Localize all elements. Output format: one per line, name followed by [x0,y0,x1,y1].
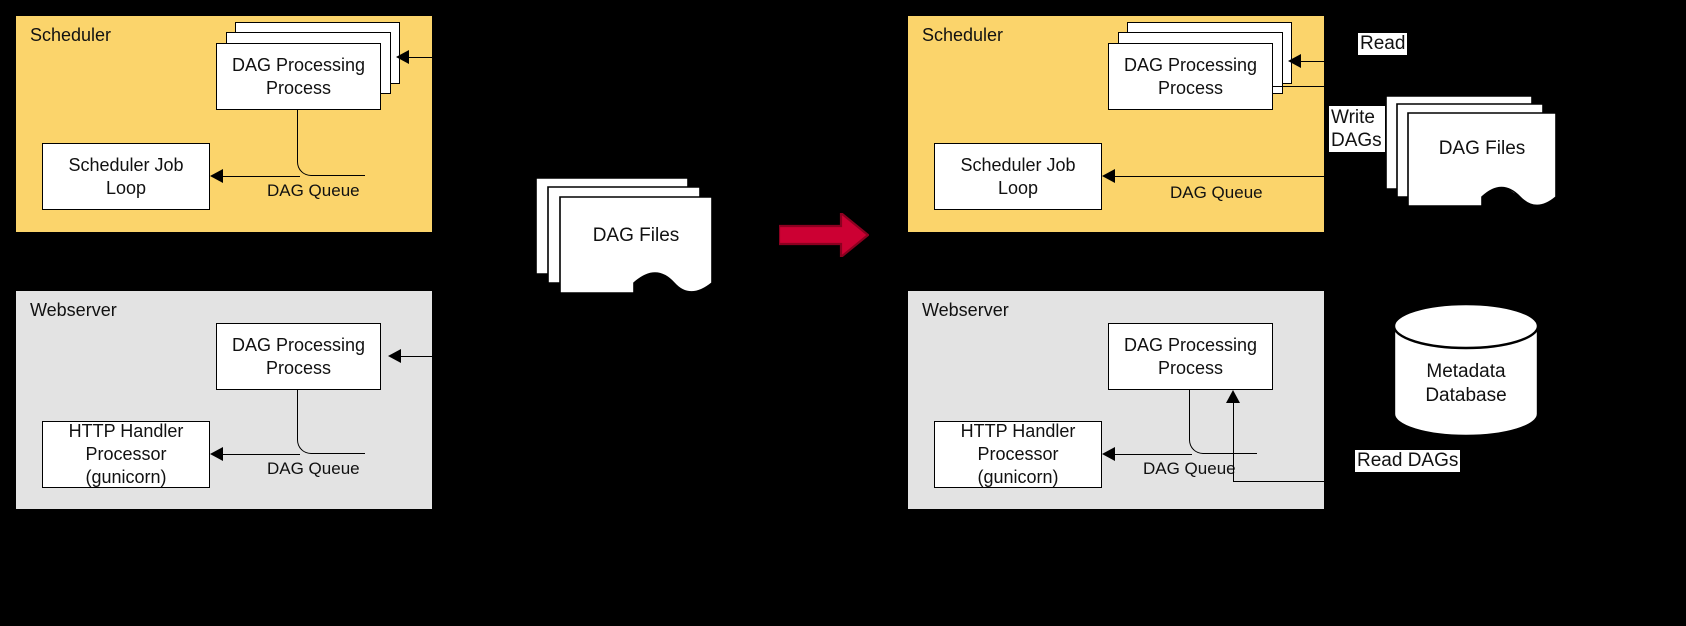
left-scheduler-job-loop[interactable]: Scheduler Job Loop [42,143,210,210]
right-webserver-dag-queue-arrowhead [1102,447,1115,461]
transition-arrow [779,213,869,257]
left-webserver-http-handler[interactable]: HTTP Handler Processor (gunicorn) [42,421,210,488]
left-scheduler-label: Scheduler [30,25,112,45]
left-scheduler-dag-queue-label: DAG Queue [267,181,360,200]
left-webserver-label: Webserver [30,300,117,320]
right-scheduler-job-loop[interactable]: Scheduler Job Loop [934,143,1102,210]
right-scheduler-read-line [1300,61,1432,62]
right-dag-files-label: DAG Files [1438,138,1526,159]
metadata-database-label: Metadata Database [1425,361,1507,406]
left-scheduler-dag-processing-process[interactable]: DAG Processing Process [216,43,381,110]
metadata-database[interactable]: Metadata Database [1392,304,1540,436]
right-scheduler-label: Scheduler [922,25,1004,45]
right-scheduler-read-label: Read [1358,33,1408,55]
right-scheduler-dag-queue-arrowhead [1102,169,1115,183]
right-webserver-dag-processing-process[interactable]: DAG Processing Process [1108,323,1273,390]
right-scheduler-dag-queue-line [1114,176,1432,177]
right-webserver-read-dags-line [1233,481,1433,482]
left-webserver-input-arrowhead [388,349,401,363]
left-scheduler-dag-queue-line [222,176,300,177]
center-dag-files-stack: DAG Files [535,177,714,294]
right-webserver-http-handler[interactable]: HTTP Handler Processor (gunicorn) [934,421,1102,488]
right-dag-files-stack: DAG Files [1385,95,1558,207]
right-scheduler-dag-processing-process[interactable]: DAG Processing Process [1108,43,1273,110]
center-dag-files-label: DAG Files [592,225,680,246]
left-scheduler-input-arrowhead [396,50,409,64]
right-webserver-dag-queue-line [1114,454,1192,455]
right-scheduler-write-dags-line [1273,86,1432,87]
right-webserver-read-dags-riser [1233,402,1234,482]
left-webserver-dag-processing-process[interactable]: DAG Processing Process [216,323,381,390]
right-webserver-dag-queue-connector [1189,390,1257,454]
right-webserver-read-dags-label: Read DAGs [1355,450,1461,472]
right-scheduler-read-arrowhead [1288,54,1301,68]
left-scheduler-dag-queue-connector [297,110,365,176]
left-webserver-dag-queue-arrowhead [210,447,223,461]
right-scheduler-dag-queue-label: DAG Queue [1170,183,1263,202]
left-webserver-input-line [400,356,440,357]
right-webserver-read-dags-arrowhead [1226,390,1240,403]
left-scheduler-dag-queue-arrowhead [210,169,223,183]
right-webserver-dag-queue-label: DAG Queue [1143,459,1236,478]
left-webserver-dag-queue-label: DAG Queue [267,459,360,478]
right-webserver-label: Webserver [922,300,1009,320]
left-webserver-dag-queue-connector [297,390,365,454]
left-scheduler-input-line [408,57,440,58]
right-scheduler-write-dags-label: Write DAGs [1329,106,1385,152]
left-webserver-dag-queue-line [222,454,300,455]
